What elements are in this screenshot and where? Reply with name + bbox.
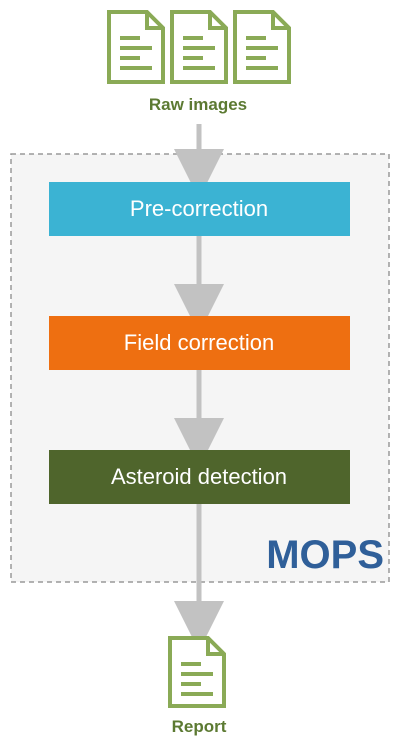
mops-label: MOPS: [266, 533, 384, 577]
document-icon: [168, 636, 226, 708]
step-box: [49, 450, 350, 504]
step-box: [49, 316, 350, 370]
step-box: [49, 182, 350, 236]
step-asteroid-detection: Asteroid detection: [49, 450, 350, 504]
report-label: Report: [172, 717, 227, 736]
step-label: Pre-correction: [130, 196, 268, 221]
document-icon: [233, 10, 291, 84]
document-icon: [170, 10, 228, 84]
step-label: Field correction: [124, 330, 274, 355]
step-field-correction: Field correction: [49, 316, 350, 370]
raw-images-label: Raw images: [149, 95, 247, 114]
raw-images-icon-group: [107, 10, 291, 84]
step-pre-correction: Pre-correction: [49, 182, 350, 236]
step-label: Asteroid detection: [111, 464, 287, 489]
document-icon: [107, 10, 165, 84]
